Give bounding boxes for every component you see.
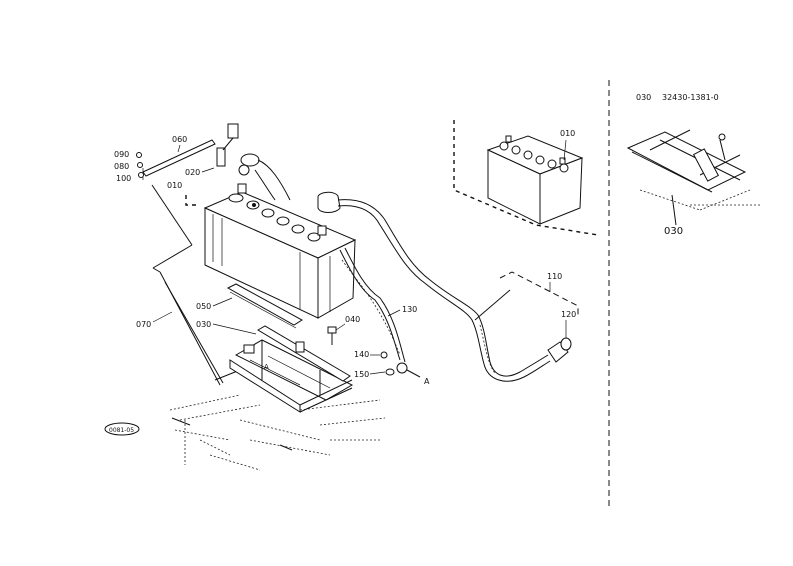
label-010-inset: 010 — [560, 129, 575, 138]
chassis-floor — [169, 394, 386, 471]
rod-070 — [151, 184, 241, 386]
pad-050 — [226, 283, 303, 329]
label-030-inset: 030 — [664, 226, 683, 237]
label-080: 080 — [114, 162, 129, 171]
label-110: 110 — [547, 272, 562, 281]
bolt-040 — [327, 326, 337, 345]
battery-inset — [486, 135, 584, 225]
battery-dashed-outline — [185, 195, 200, 206]
label-100: 100 — [116, 174, 131, 183]
label-130: 130 — [402, 305, 417, 314]
label-020: 020 — [185, 168, 200, 177]
label-070: 070 — [136, 320, 151, 329]
header-part-number: 32430-1381-0 — [662, 93, 719, 102]
terminal-020 — [216, 123, 291, 201]
tray-frame-030 — [229, 325, 354, 413]
cable-110-leader-dashed — [499, 271, 579, 318]
label-010: 010 — [167, 181, 182, 190]
battery-main — [203, 183, 357, 319]
header-item-number: 030 — [636, 93, 651, 102]
tray-a-mark: A — [264, 363, 269, 371]
label-140: 140 — [354, 350, 369, 359]
label-030: 030 — [196, 320, 211, 329]
label-090: 090 — [114, 150, 129, 159]
label-a: A — [424, 377, 430, 386]
drawing-stamp — [104, 422, 140, 436]
bracket-060 — [142, 139, 216, 180]
cable-130 — [339, 247, 421, 378]
frame-inset-030 — [626, 129, 760, 226]
label-060: 060 — [172, 135, 187, 144]
label-040: 040 — [345, 315, 360, 324]
label-120: 120 — [561, 310, 576, 319]
drawing-stamp-text: 0081-05 — [109, 427, 134, 434]
label-050: 050 — [196, 302, 211, 311]
label-150: 150 — [354, 370, 369, 379]
cable-110 — [317, 191, 572, 382]
inset-dashed-border — [453, 120, 599, 236]
